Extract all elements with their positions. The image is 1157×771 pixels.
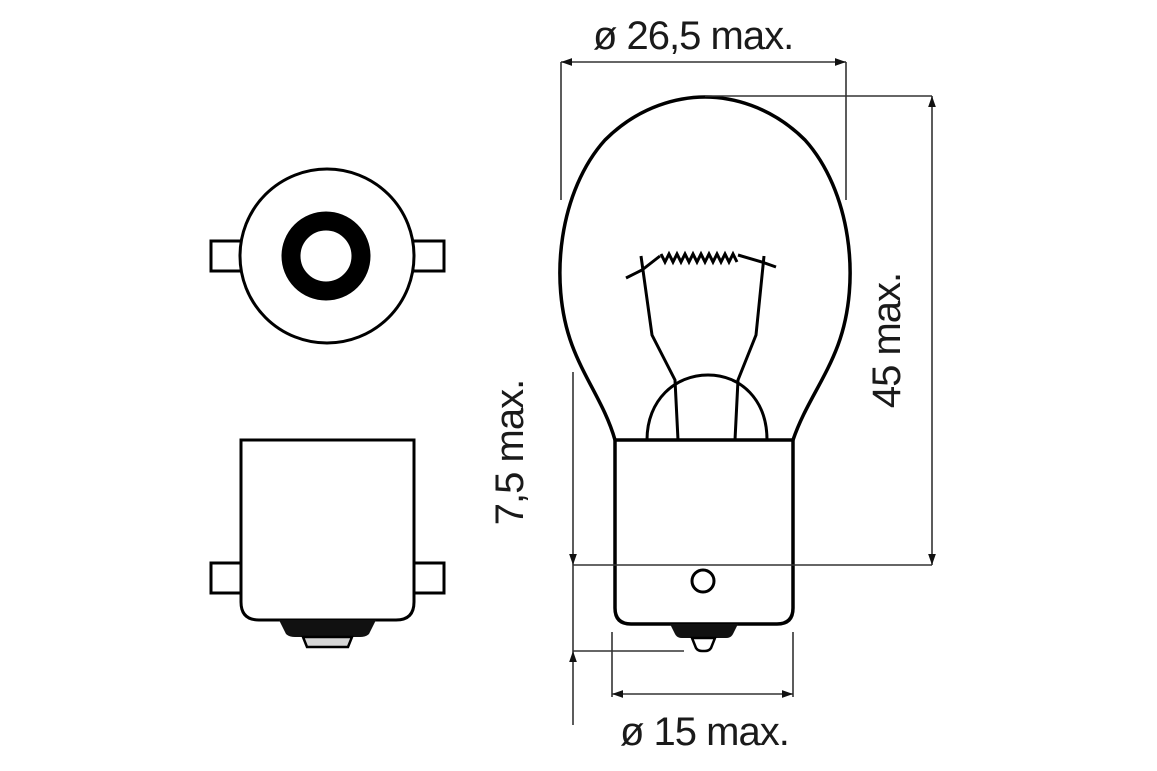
base-diameter-label: ø 15 max.	[620, 710, 790, 754]
contact-tip	[301, 635, 354, 649]
wire-tail-left	[625, 254, 661, 280]
bulb-base	[613, 438, 795, 626]
glass-envelope	[558, 95, 852, 441]
bulb-contact-tip	[690, 636, 717, 653]
base-end-view	[209, 167, 446, 345]
bayonet-pin-left-side	[209, 561, 244, 595]
filament-coil	[659, 250, 739, 266]
bayonet-pin-right-side	[411, 561, 446, 595]
base-body	[239, 438, 416, 622]
bayonet-pin-right	[411, 239, 446, 273]
base-side-view	[209, 438, 446, 649]
pin-height-label: 7,5 max.	[488, 379, 533, 526]
bulb-side-view	[558, 95, 852, 653]
bulb-diameter-label: ø 26,5 max.	[593, 14, 794, 58]
center-contact-ring	[281, 211, 371, 301]
bulb-contact-insulator	[670, 624, 738, 638]
overall-length-label: 45 max.	[865, 272, 910, 409]
contact-insulator	[279, 620, 376, 637]
bayonet-pin-hole	[690, 568, 716, 594]
base-outline-circle	[238, 167, 416, 345]
support-wire-right	[733, 255, 766, 441]
wire-tail-right	[737, 253, 777, 269]
support-wire-left	[639, 255, 680, 441]
inner-dome	[645, 373, 769, 441]
bayonet-pin-left	[209, 239, 244, 273]
dimension-lines	[560, 58, 936, 725]
